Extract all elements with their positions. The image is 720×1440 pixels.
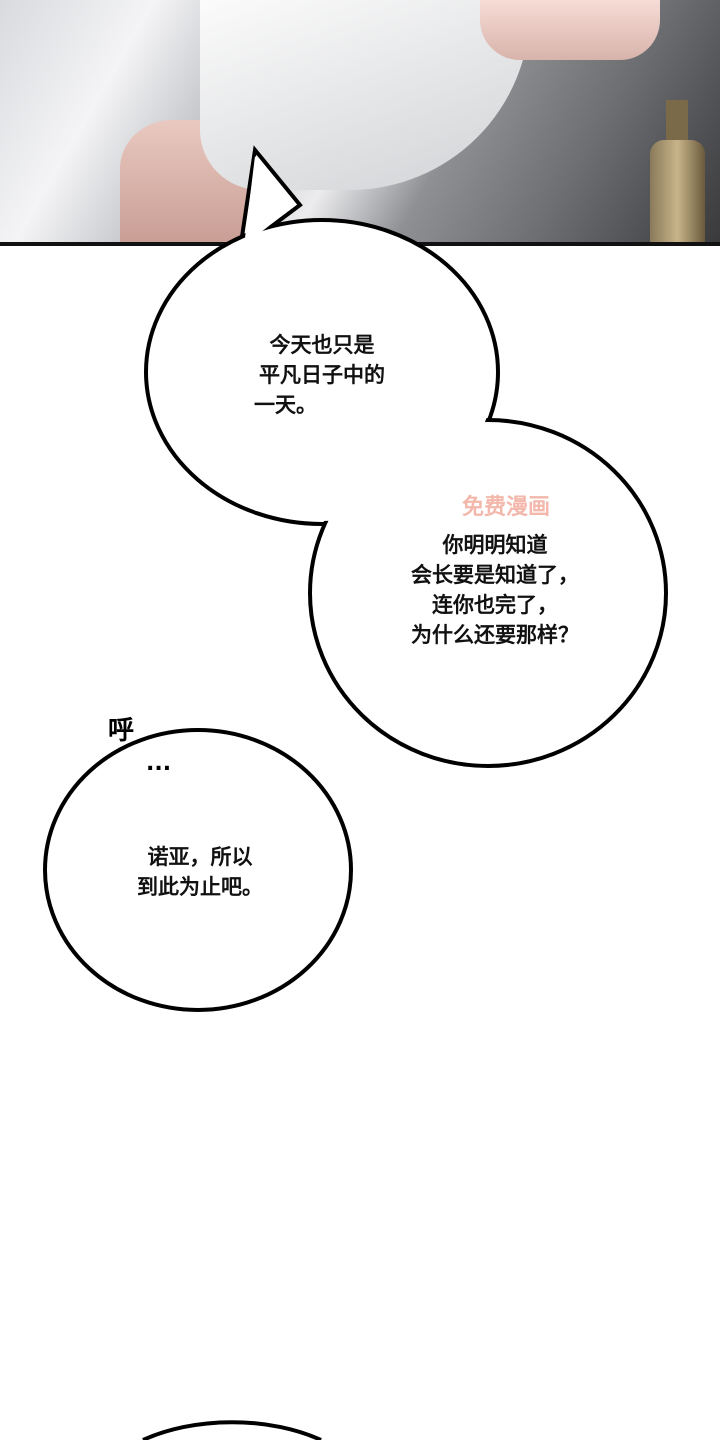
text-line: 诺亚，所以	[147, 845, 253, 869]
text-line: 你明明知道	[442, 533, 548, 557]
text-line: 连你也完了，	[432, 593, 558, 617]
text-line: 今天也只是	[269, 333, 375, 357]
bubble-1-text: 今天也只是 平凡日子中的 一天。	[222, 330, 422, 420]
text-line: 到此为止吧。	[137, 875, 263, 899]
comic-panel-illustration	[0, 0, 720, 246]
bottle	[650, 140, 705, 242]
bubble-4-partial	[142, 1420, 322, 1440]
bubble-3	[43, 728, 353, 1012]
hand	[480, 0, 660, 60]
watermark: 免费漫画	[462, 495, 551, 520]
sigh-sound-effect: 呼	[108, 716, 135, 746]
text-line: 会长要是知道了，	[411, 563, 579, 587]
bubble-3-text: 诺亚，所以 到此为止吧。	[110, 842, 290, 902]
sound-effect-dots: ...	[146, 751, 172, 776]
text-line: 一天。	[254, 393, 317, 417]
text-line: 平凡日子中的	[259, 363, 385, 387]
bubble-2-text: 你明明知道 会长要是知道了， 连你也完了， 为什么还要那样？	[390, 530, 600, 650]
text-line: 为什么还要那样？	[411, 623, 579, 647]
bottle-neck	[666, 100, 688, 146]
